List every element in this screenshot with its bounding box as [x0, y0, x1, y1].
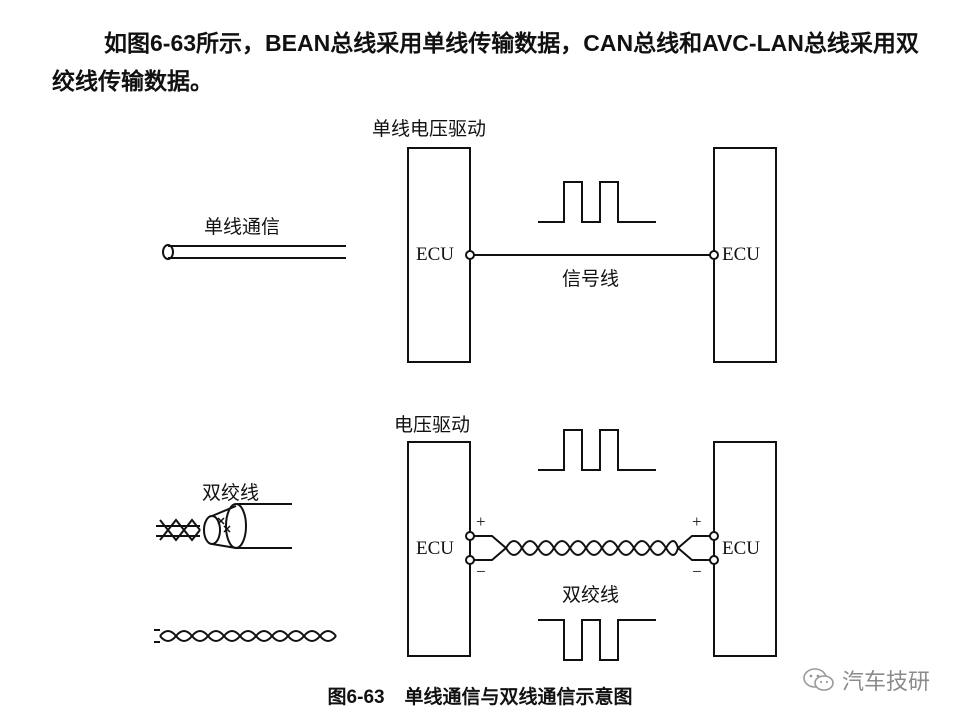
caption-text: 单线通信与双线通信示意图: [404, 686, 633, 708]
left-minus-sign: −: [476, 562, 486, 581]
top-ecu-left-label: ECU: [416, 244, 454, 265]
para-mid2: 总线采用单线传输数据，: [330, 31, 584, 57]
twisted-pair-sample-a: [159, 630, 337, 642]
bottom-ecu-right-box: [713, 441, 777, 657]
twisted-pair-sample-b: [159, 630, 337, 642]
top-ecu-right-label: ECU: [722, 244, 760, 265]
caption-number: 图6-63: [327, 687, 385, 708]
cable-end: [162, 244, 174, 260]
right-minus-sign: −: [692, 562, 702, 581]
para-can: CAN: [583, 30, 634, 56]
bottom-ecu-left-box: [407, 441, 471, 657]
twisted-pair-a: [505, 540, 679, 556]
twisted-pair-side-label: 双绞线: [202, 482, 260, 504]
single-wire-label: 单线通信: [204, 216, 281, 238]
para-bean: BEAN: [265, 30, 331, 56]
intro-paragraph: 如图6-63所示，BEAN总线采用单线传输数据，CAN总线和AVC-LAN总线采…: [52, 24, 932, 101]
bottom-ecu-right-label: ECU: [722, 538, 760, 559]
twisted-wire-label: 双绞线: [562, 584, 620, 606]
para-mid3: 总线和: [633, 31, 703, 57]
top-left-terminal: [465, 250, 475, 260]
para-mid1: 所示，: [196, 31, 266, 57]
watermark: 汽车技研: [802, 664, 930, 696]
figure-6-63: 单线电压驱动 单线通信 ECU ECU 信号线 电压驱动 双绞线 ECU ECU…: [140, 108, 800, 678]
para-prefix: 如图: [104, 31, 150, 57]
inner-wires: [156, 525, 200, 537]
wechat-icon: [803, 668, 834, 691]
negative-pulse-waveform: [538, 619, 656, 661]
twisted-pair-b: [505, 540, 679, 556]
bottom-panel-title: 电压驱动: [394, 414, 471, 436]
bottom-ecu-left-label: ECU: [416, 538, 454, 559]
para-fig-ref: 6-63: [150, 30, 197, 56]
top-right-terminal: [709, 250, 719, 260]
left-plus-sign: +: [476, 512, 486, 531]
figure-caption: 图6-63 单线通信与双线通信示意图: [0, 682, 960, 709]
top-panel-title: 单线电压驱动: [372, 118, 487, 140]
signal-wire-label: 信号线: [562, 268, 620, 290]
single-pulse-waveform: [538, 181, 656, 223]
para-avc: AVC-LAN: [702, 30, 804, 56]
positive-pulse-waveform: [538, 429, 656, 471]
right-plus-sign: +: [692, 512, 702, 531]
shield-end: [203, 515, 221, 545]
para-mid4: 总线采用双绞线传输数据。: [52, 31, 919, 95]
watermark-text: 汽车技研: [841, 670, 930, 695]
figure-drawing: [154, 147, 777, 661]
